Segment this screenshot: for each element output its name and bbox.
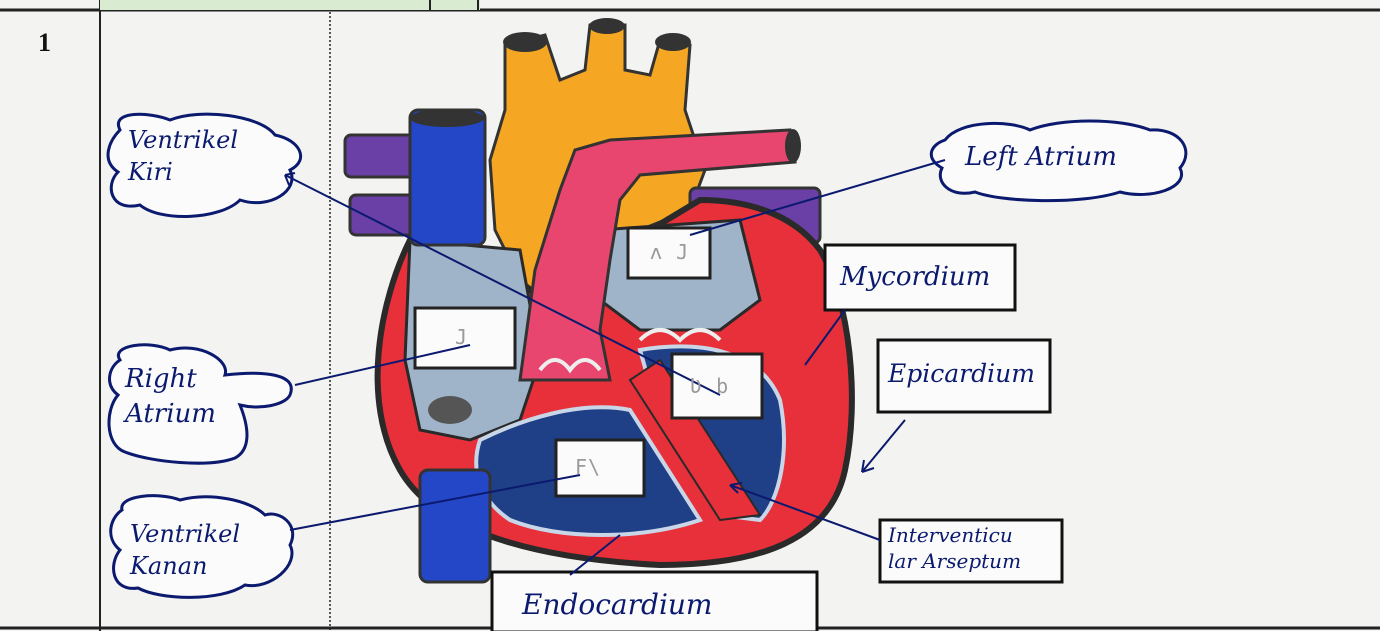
inferior-vena-cava: [420, 470, 490, 582]
blank-mark-right-ventricle: F\: [575, 455, 601, 479]
blank-mark-right-atrium: J: [455, 325, 468, 349]
label-interventricular-line2: lar Arseptum: [888, 548, 1021, 574]
label-ventrikel-kanan-line2: Kanan: [130, 550, 240, 582]
label-right-atrium-line1: Right: [125, 362, 216, 397]
label-myocardium: Mycordium: [840, 260, 990, 295]
label-epicardium: Epicardium: [888, 357, 1035, 391]
blank-mark-left-atrium: ʌ J: [650, 240, 689, 264]
row-number: 1: [38, 28, 51, 58]
label-interventricular: Interventicu lar Arseptum: [888, 522, 1021, 574]
label-right-atrium-line2: Atrium: [125, 397, 216, 432]
label-right-atrium: Right Atrium: [125, 362, 216, 432]
label-ventrikel-kanan: Ventrikel Kanan: [130, 518, 240, 583]
pulmonary-vein-upper-left: [345, 135, 415, 177]
label-left-atrium: Left Atrium: [965, 140, 1117, 175]
label-ventrikel-kanan-line1: Ventrikel: [130, 518, 240, 550]
label-ventrikel-kiri-line2: Kiri: [128, 156, 238, 188]
superior-vena-cava: [410, 110, 485, 245]
pulmonary-vein-lower-left: [350, 195, 415, 235]
label-ventrikel-kiri-line1: Ventrikel: [128, 124, 238, 156]
pointer-epicardium: [862, 420, 905, 472]
label-interventricular-line1: Interventicu: [888, 522, 1021, 548]
label-endocardium: Endocardium: [522, 586, 712, 624]
label-ventrikel-kiri: Ventrikel Kiri: [128, 124, 238, 189]
blank-mark-left-ventricle: Ʋ b: [690, 374, 729, 398]
